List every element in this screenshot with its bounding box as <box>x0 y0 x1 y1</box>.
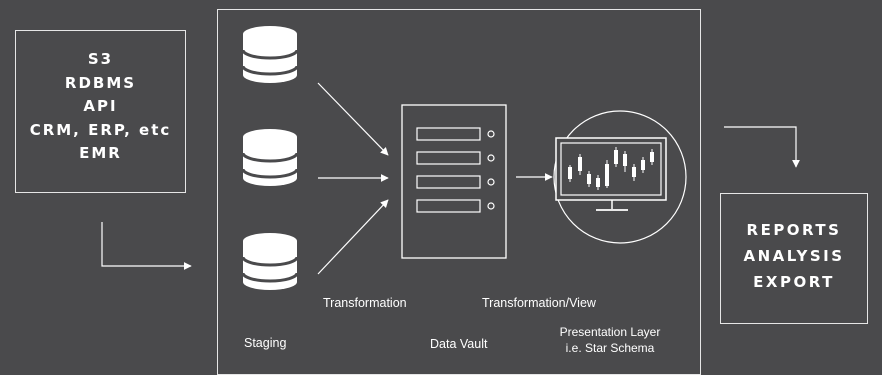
transformation-view-label: Transformation/View <box>482 296 596 310</box>
data-sources-box: S3 RDBMS API CRM, ERP, etc EMR <box>15 30 186 193</box>
presentation-label-line1: Presentation Layer <box>559 325 661 339</box>
monitor-chart-icon <box>553 110 687 244</box>
database-icon <box>241 231 299 292</box>
transformation-label: Transformation <box>323 296 407 310</box>
database-icon <box>241 24 299 85</box>
flow-arrow <box>317 82 389 156</box>
presentation-layer-label: Presentation Layer i.e. Star Schema <box>545 324 675 356</box>
data-sources-list: S3 RDBMS API CRM, ERP, etc EMR <box>16 48 185 166</box>
database-icon <box>241 127 299 188</box>
output-analysis: ANALYSIS <box>743 247 845 265</box>
flow-arrow <box>724 126 800 168</box>
source-s3: S3 <box>87 50 114 68</box>
source-emr: EMR <box>79 144 122 162</box>
presentation-label-line2: i.e. Star Schema <box>565 341 655 355</box>
source-crm-erp: CRM, ERP, etc <box>29 120 172 139</box>
server-icon <box>401 104 507 259</box>
source-api: API <box>83 97 118 115</box>
output-export: EXPORT <box>753 273 835 291</box>
output-reports: REPORTS <box>746 221 842 239</box>
outputs-box: REPORTS ANALYSIS EXPORT <box>720 193 868 324</box>
flow-arrow <box>101 222 192 270</box>
data-vault-label: Data Vault <box>430 337 488 351</box>
outputs-list: REPORTS ANALYSIS EXPORT <box>721 217 867 295</box>
flow-arrow <box>317 199 389 275</box>
staging-label: Staging <box>244 336 287 350</box>
source-rdbms: RDBMS <box>64 73 137 92</box>
